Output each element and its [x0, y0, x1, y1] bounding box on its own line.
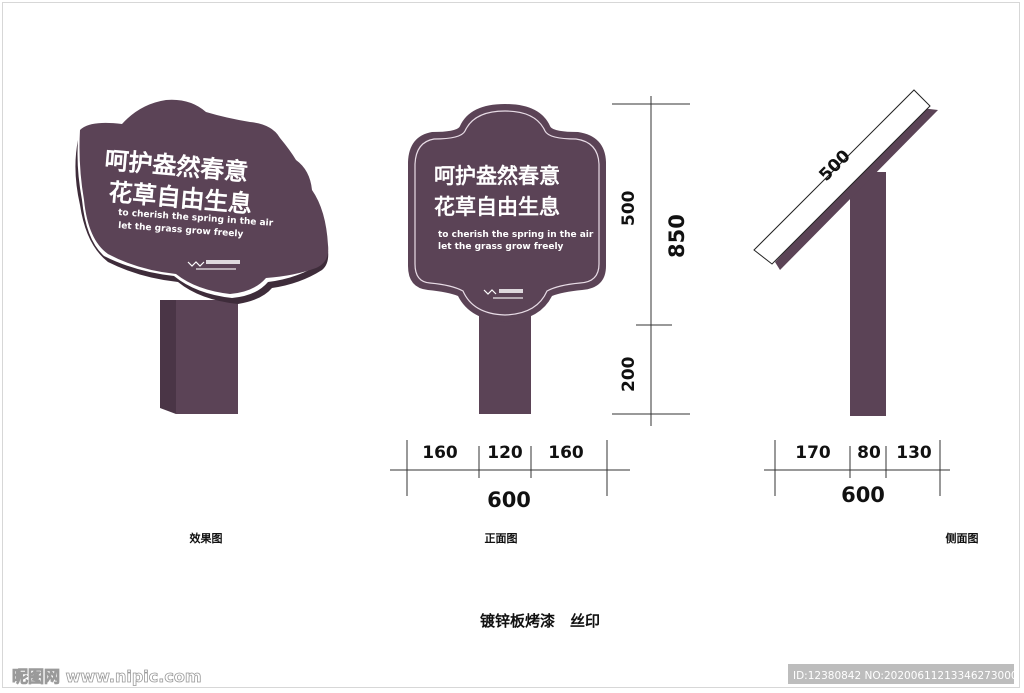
effect-post-side — [160, 300, 176, 414]
front-dim-panel-height: 500 — [619, 190, 639, 226]
side-dim-total-width: 600 — [841, 483, 885, 507]
side-board-edge — [775, 108, 938, 270]
caption-side: 侧面图 — [946, 531, 979, 545]
footer-id: ID:12380842 NO:20200611213346273000 — [793, 670, 1018, 682]
caption-material: 镀锌板烤漆 丝印 — [480, 612, 600, 630]
front-view: 呵护盎然春意 花草自由生息 to cherish the spring in t… — [390, 96, 690, 512]
front-sign-line1: 呵护盎然春意 — [434, 163, 560, 188]
effect-panel-face — [79, 99, 329, 294]
wave-logo-icon — [187, 261, 205, 267]
front-vertical-dimensions — [612, 96, 690, 426]
caption-effect: 效果图 — [190, 531, 223, 545]
side-dim-center: 80 — [857, 443, 881, 463]
front-panel — [408, 104, 606, 322]
footer-id-bar — [788, 664, 1014, 684]
side-post — [850, 172, 886, 416]
front-logo-text — [499, 289, 523, 293]
front-horizontal-dimensions — [390, 440, 630, 496]
caption-front: 正面图 — [485, 532, 518, 545]
front-dim-center: 120 — [487, 443, 523, 463]
side-horizontal-dimensions — [764, 440, 950, 496]
front-dim-total-height: 850 — [665, 214, 689, 258]
front-post — [479, 310, 531, 414]
footer-bar-left — [4, 662, 214, 688]
front-dim-post-height: 200 — [619, 356, 639, 392]
side-view: 500 170 80 130 600 — [753, 89, 950, 507]
front-dim-left: 160 — [422, 443, 458, 463]
effect-logo-text — [206, 260, 240, 264]
footer-site: 昵图网 www.nipic.com — [12, 667, 202, 686]
front-logo-subtext — [493, 297, 523, 299]
effect-logo-subtext — [196, 268, 236, 270]
front-dim-right: 160 — [548, 443, 584, 463]
side-dim-right: 130 — [896, 443, 932, 463]
effect-view: 呵护盎然春意 花草自由生息 to cherish the spring in t… — [75, 99, 329, 414]
wave-logo-icon — [483, 289, 497, 295]
side-dim-left: 170 — [795, 443, 831, 463]
front-sign-en1: to cherish the spring in the air — [438, 230, 594, 240]
effect-post-front — [176, 300, 238, 414]
front-sign-line2: 花草自由生息 — [434, 194, 560, 219]
front-panel-border — [414, 110, 600, 316]
front-dim-total-width: 600 — [487, 488, 531, 512]
side-board-face — [753, 89, 931, 265]
front-sign-en2: let the grass grow freely — [438, 242, 564, 252]
